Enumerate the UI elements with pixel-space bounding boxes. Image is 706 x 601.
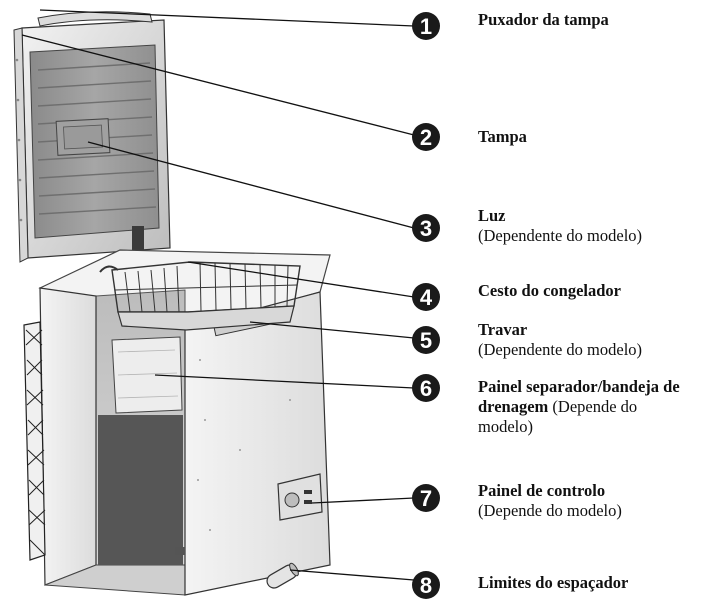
part-title-7: Painel de controlo <box>478 481 606 500</box>
part-title-6: Painel separador/bandeja de drenagem <box>478 377 680 416</box>
part-label-3: Luz (Dependente do modelo) <box>478 206 706 246</box>
badge-2: 2 <box>412 123 440 151</box>
badge-8: 8 <box>412 571 440 599</box>
badge-5: 5 <box>412 326 440 354</box>
part-note-5: (Dependente do modelo) <box>478 340 643 359</box>
spacer <box>266 562 299 589</box>
part-label-4: Cesto do congelador <box>478 281 706 301</box>
lid <box>13 11 171 263</box>
badge-3: 3 <box>412 214 440 242</box>
part-label-1: Puxador da tampa <box>478 10 706 30</box>
part-label-6: Painel separador/bandeja de drenagem (De… <box>478 377 696 437</box>
badge-6: 6 <box>412 374 440 402</box>
badge-number-6: 6 <box>420 376 432 401</box>
badge-number-4: 4 <box>420 285 433 310</box>
part-title-4: Cesto do congelador <box>478 281 621 300</box>
part-note-7: (Depende do modelo) <box>478 501 622 520</box>
part-title-5: Travar <box>478 320 528 339</box>
part-title-2: Tampa <box>478 127 527 146</box>
leader-line-2 <box>21 34 415 136</box>
part-label-7: Painel de controlo (Depende do modelo) <box>478 481 706 521</box>
badge-4: 4 <box>412 283 440 311</box>
leader-line-8 <box>289 569 415 581</box>
part-label-2: Tampa <box>478 127 706 147</box>
badge-number-2: 2 <box>420 125 432 150</box>
leader-line-7 <box>311 497 415 504</box>
part-note-3: (Dependente do modelo) <box>478 226 643 245</box>
leader-line-5 <box>249 321 415 339</box>
badge-number-1: 1 <box>420 14 432 39</box>
leader-line-4 <box>187 261 415 298</box>
leader-line-3 <box>87 141 415 229</box>
leader-line-6 <box>154 374 415 389</box>
badge-1: 1 <box>412 12 440 40</box>
part-title-3: Luz <box>478 206 506 225</box>
cabinet <box>23 249 331 596</box>
badge-number-8: 8 <box>420 573 432 598</box>
part-title-1: Puxador da tampa <box>478 10 609 29</box>
leader-line-1 <box>39 9 415 27</box>
part-title-8: Limites do espaçador <box>478 573 629 592</box>
part-label-8: Limites do espaçador <box>478 573 706 593</box>
part-note-6: (Depende do modelo) <box>478 397 638 436</box>
badge-7: 7 <box>412 484 440 512</box>
badge-number-7: 7 <box>420 486 432 511</box>
part-label-5: Travar (Dependente do modelo) <box>478 320 706 360</box>
badge-number-3: 3 <box>420 216 432 241</box>
leader-lines <box>21 9 415 581</box>
freezer-basket <box>99 261 301 331</box>
badge-number-5: 5 <box>420 328 432 353</box>
